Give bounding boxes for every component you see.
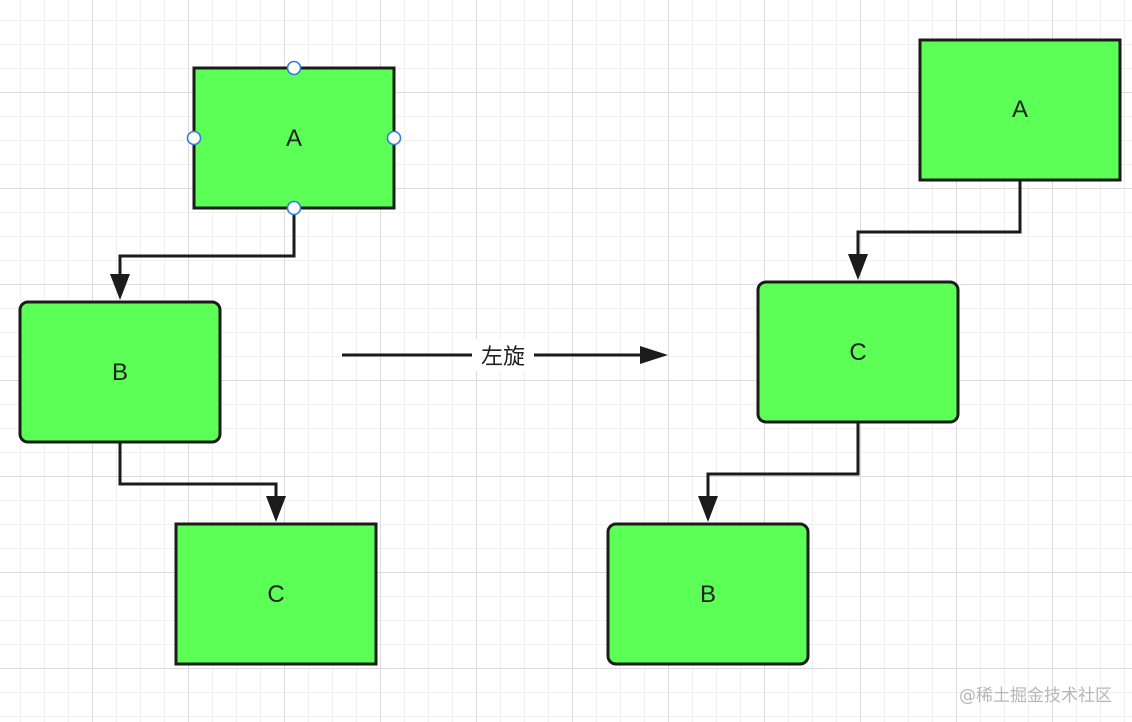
resize-handle-right[interactable] [386, 130, 402, 146]
node-after-c-label: C [849, 339, 866, 366]
edge-before-a-b[interactable] [110, 208, 296, 300]
selection-handles[interactable] [186, 60, 402, 216]
node-before-a-label: A [286, 125, 302, 152]
node-before-b-label: B [112, 359, 128, 386]
resize-handle-left[interactable] [186, 130, 202, 146]
resize-handle-top[interactable] [286, 60, 302, 76]
node-before-c[interactable]: C [174, 522, 378, 666]
node-before-b[interactable]: B [18, 300, 222, 444]
rotate-label: 左旋 [481, 345, 525, 370]
resize-handle-bottom[interactable] [286, 200, 302, 216]
node-before-c-label: C [267, 581, 284, 608]
rotate-arrow[interactable]: 左旋 [342, 339, 668, 371]
edge-before-b-c[interactable] [118, 442, 286, 522]
node-after-b[interactable]: B [606, 522, 810, 666]
node-after-a[interactable]: A [918, 38, 1122, 182]
node-after-a-label: A [1012, 96, 1028, 123]
watermark: @稀土掘金技术社区 [959, 686, 1112, 706]
edge-after-c-b[interactable] [698, 422, 860, 522]
node-before-a[interactable]: A [192, 66, 396, 210]
node-after-b-label: B [700, 581, 716, 608]
node-after-c[interactable]: C [756, 280, 960, 424]
edge-after-a-c[interactable] [848, 180, 1022, 280]
